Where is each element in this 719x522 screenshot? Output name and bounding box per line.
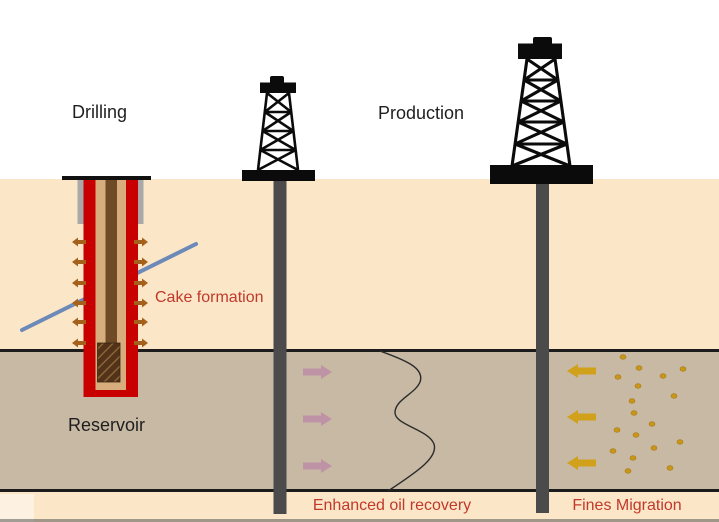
fines-particle bbox=[614, 374, 622, 380]
fines-particle bbox=[624, 468, 632, 474]
fines-particle bbox=[632, 432, 640, 438]
drilling-wellbore bbox=[62, 176, 151, 397]
fines-particle bbox=[619, 354, 627, 360]
underburden-layer bbox=[0, 492, 719, 522]
fines-particle bbox=[628, 398, 636, 404]
fines-particle bbox=[634, 383, 642, 389]
fines-particle bbox=[613, 427, 621, 433]
reservoir-top-boundary bbox=[0, 349, 719, 352]
cake-formation-arrows bbox=[72, 237, 148, 348]
arrow-icon bbox=[303, 365, 332, 379]
arrow-icon bbox=[134, 237, 148, 247]
arrow-icon bbox=[134, 298, 148, 308]
conductor-casing-right bbox=[137, 180, 144, 224]
production-label: Production bbox=[378, 103, 465, 123]
fines-particles bbox=[609, 354, 687, 474]
arrow-icon bbox=[567, 410, 596, 424]
fines-particle bbox=[676, 439, 684, 445]
drill-string bbox=[105, 180, 117, 343]
conductor-casing-left bbox=[77, 180, 84, 224]
production-well-pipe bbox=[273, 180, 287, 514]
fines-particle bbox=[666, 465, 674, 471]
arrow-icon bbox=[72, 317, 86, 327]
fines-particle bbox=[609, 448, 617, 454]
arrow-icon bbox=[567, 364, 596, 378]
wellhead-bar bbox=[62, 176, 151, 180]
arrow-icon bbox=[72, 298, 86, 308]
arrow-icon bbox=[303, 459, 332, 473]
arrow-icon bbox=[567, 456, 596, 470]
fines-particle bbox=[659, 373, 667, 379]
arrow-icon bbox=[134, 278, 148, 288]
fines-particle bbox=[629, 455, 637, 461]
cake-formation-label: Cake formation bbox=[155, 289, 264, 306]
drilling-label: Drilling bbox=[72, 102, 128, 122]
fines-migration-arrows bbox=[567, 364, 596, 470]
arrow-icon bbox=[134, 257, 148, 267]
enhanced-oil-recovery-label: Enhanced oil recovery bbox=[312, 497, 472, 514]
arrow-icon bbox=[134, 317, 148, 327]
drill-bit bbox=[97, 342, 121, 383]
fines-particle bbox=[679, 366, 687, 372]
reservoir-bottom-boundary bbox=[0, 489, 719, 492]
enhanced-oil-recovery-arrows bbox=[303, 365, 332, 473]
fines-particle bbox=[630, 410, 638, 416]
bottom-edge bbox=[0, 519, 719, 522]
flood-front-curve bbox=[379, 350, 436, 492]
arrow-icon bbox=[72, 338, 86, 348]
arrow-icon bbox=[72, 278, 86, 288]
arrow-icon bbox=[303, 412, 332, 426]
fines-particle bbox=[650, 445, 658, 451]
fines-derrick-icon bbox=[490, 37, 593, 513]
fines-well-pipe bbox=[536, 183, 549, 513]
fines-particle bbox=[635, 365, 643, 371]
reservoir-label: Reservoir bbox=[68, 415, 146, 435]
fines-particle bbox=[670, 393, 678, 399]
corner-patch bbox=[0, 494, 34, 522]
production-derrick-icon bbox=[242, 76, 315, 514]
arrow-icon bbox=[72, 237, 86, 247]
arrow-icon bbox=[134, 338, 148, 348]
fines-migration-label: Fines Migration bbox=[572, 497, 682, 514]
arrow-icon bbox=[72, 257, 86, 267]
fines-particle bbox=[648, 421, 656, 427]
